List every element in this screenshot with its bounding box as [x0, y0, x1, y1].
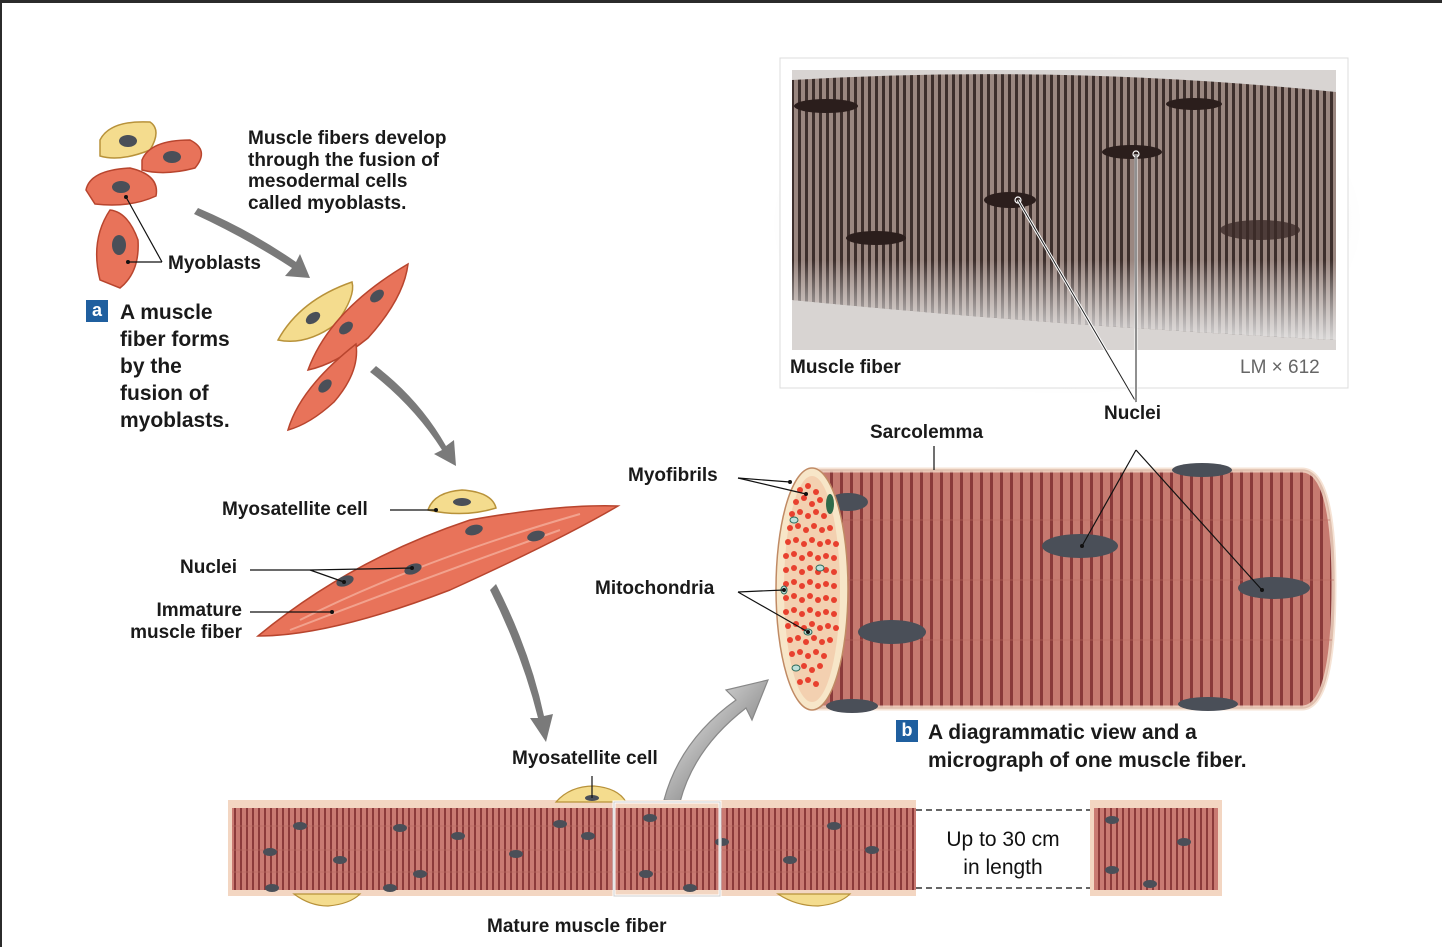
immature-fiber-label: Immature muscle fiber: [130, 600, 242, 643]
top-border: [0, 0, 1442, 3]
micrograph-label: Muscle fiber: [790, 357, 901, 378]
panel-b-badge: b: [896, 720, 918, 742]
length-label: Up to 30 cm in length: [946, 828, 1060, 879]
myoblast-cluster: [85, 121, 203, 289]
mitochondria-label: Mitochondria: [595, 578, 715, 599]
nuclei-label-a: Nuclei: [180, 557, 238, 578]
magnification-label: LM × 612: [1240, 357, 1320, 378]
sarcolemma-label: Sarcolemma: [870, 422, 984, 443]
flow-arrows: [194, 208, 553, 742]
myoblasts-label: Myoblasts: [168, 253, 261, 274]
left-border: [0, 0, 2, 947]
immature-fiber: [250, 489, 621, 637]
micrograph: [770, 50, 1364, 403]
zoom-arrow: [663, 679, 769, 803]
mature-fiber-label: Mature muscle fiber: [487, 916, 667, 937]
panel-b-caption: A diagrammatic view and a micrograph of …: [928, 721, 1247, 772]
nuclei-label-b: Nuclei: [1104, 403, 1162, 424]
fiber-cylinder: [737, 446, 1337, 713]
mature-fiber: [228, 776, 1222, 907]
panel-a-caption: A muscle fiber forms by the fusion of my…: [120, 301, 230, 432]
panel-a-intro: Muscle fibers develop through the fusion…: [248, 128, 447, 214]
fusing-myoblasts: [276, 262, 409, 432]
myosatellite-label-a: Myosatellite cell: [222, 499, 368, 520]
myofibrils-label: Myofibrils: [628, 465, 718, 486]
panel-a-badge: a: [86, 300, 108, 322]
myosatellite-label-mature: Myosatellite cell: [512, 748, 658, 769]
